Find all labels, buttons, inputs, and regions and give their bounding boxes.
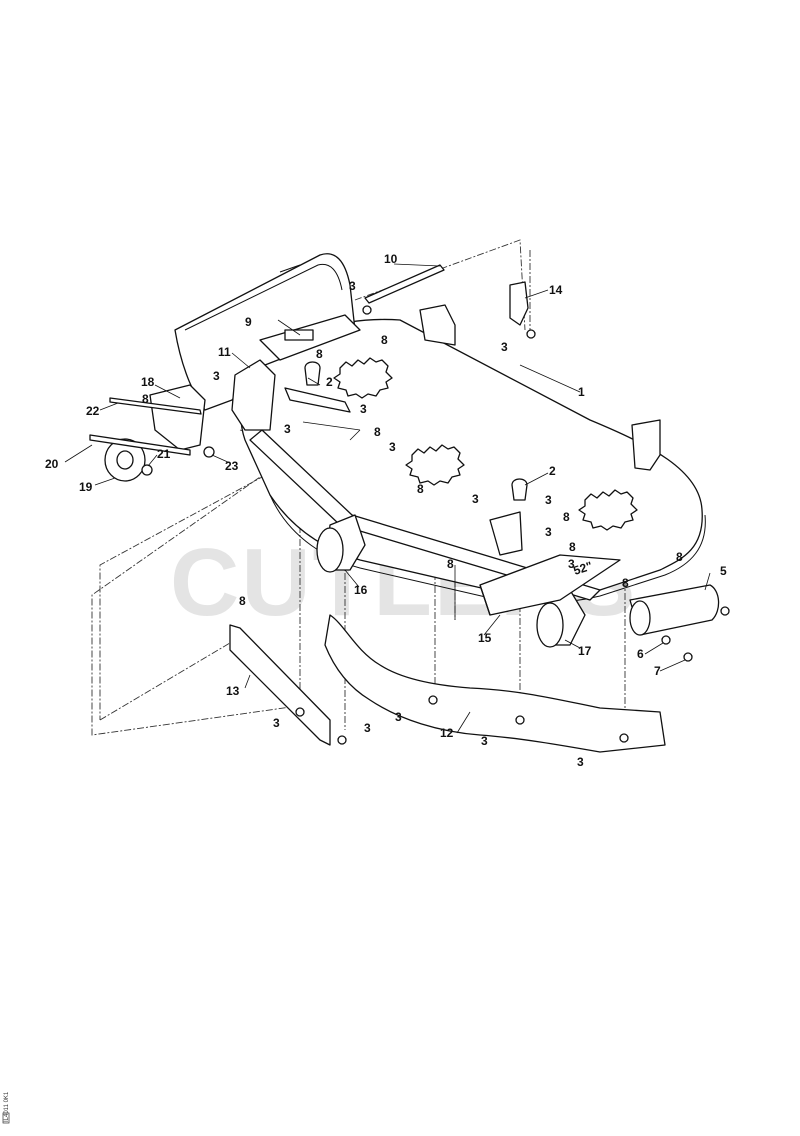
side-baffle <box>229 624 331 746</box>
rear-roller <box>629 584 730 662</box>
callout-3: 3 <box>364 721 371 735</box>
callout-8: 8 <box>447 557 454 571</box>
callout-23: 23 <box>225 459 239 473</box>
callout-8: 8 <box>676 550 683 564</box>
deck-roller-right <box>536 589 586 648</box>
callout-3: 3 <box>577 755 584 769</box>
callout-10: 10 <box>384 252 398 266</box>
callout-leaders <box>64 263 711 734</box>
callout-3: 3 <box>389 440 396 454</box>
callout-8: 8 <box>417 482 424 496</box>
callout-3: 3 <box>568 557 575 571</box>
chute-mounting-bracket <box>231 314 361 431</box>
rod <box>364 264 445 304</box>
callout-17: 17 <box>578 644 592 658</box>
callout-8: 8 <box>374 425 381 439</box>
callout-8: 8 <box>622 576 629 590</box>
callout-3: 3 <box>284 422 291 436</box>
callout-3: 3 <box>213 369 220 383</box>
callout-21: 21 <box>157 447 171 461</box>
callout-16: 16 <box>354 583 368 597</box>
callout-8: 8 <box>239 594 246 608</box>
callout-9: 9 <box>245 315 252 329</box>
callout-3: 3 <box>481 734 488 748</box>
callout-12: 12 <box>440 726 454 740</box>
callout-14: 14 <box>549 283 563 297</box>
drawing-code-box <box>2 1112 10 1124</box>
callout-11: 11 <box>218 345 231 359</box>
callout-20: 20 <box>45 457 59 471</box>
callout-6: 6 <box>637 647 644 661</box>
side-bracket <box>509 281 529 326</box>
callout-3: 3 <box>360 402 367 416</box>
callout-19: 19 <box>79 480 93 494</box>
deck-roller-left <box>316 514 366 573</box>
callout-8: 8 <box>563 510 570 524</box>
callout-8: 8 <box>381 333 388 347</box>
callout-18: 18 <box>141 375 155 389</box>
front-baffle <box>324 614 666 753</box>
callout-labels: 1 2 2 3 3 3 3 3 3 3 3 3 3 3 3 3 3 3 5 6 … <box>45 252 727 769</box>
front-plate <box>479 554 621 616</box>
callout-1: 1 <box>578 385 585 399</box>
callout-3: 3 <box>349 279 356 293</box>
callout-2: 2 <box>326 375 333 389</box>
callout-3: 3 <box>501 340 508 354</box>
callout-13: 13 <box>226 684 240 698</box>
callout-8: 8 <box>142 392 149 406</box>
callout-5: 5 <box>720 564 727 578</box>
callout-3: 3 <box>395 710 402 724</box>
callout-15: 15 <box>478 631 492 645</box>
callout-3: 3 <box>545 525 552 539</box>
callout-8: 8 <box>316 347 323 361</box>
callout-3: 3 <box>545 493 552 507</box>
callout-3: 3 <box>273 716 280 730</box>
drawing-code: IL4011 0K1 <box>4 1091 10 1122</box>
rubber-bumpers <box>284 361 528 556</box>
hardware-nuts <box>295 305 629 745</box>
anti-scalp-wheel-assembly <box>89 384 215 482</box>
callout-22: 22 <box>86 404 100 418</box>
callout-3: 3 <box>472 492 479 506</box>
callout-7: 7 <box>654 664 661 678</box>
deck-size-badge: 52" <box>572 559 594 578</box>
callout-2: 2 <box>549 464 556 478</box>
callout-8: 8 <box>569 540 576 554</box>
